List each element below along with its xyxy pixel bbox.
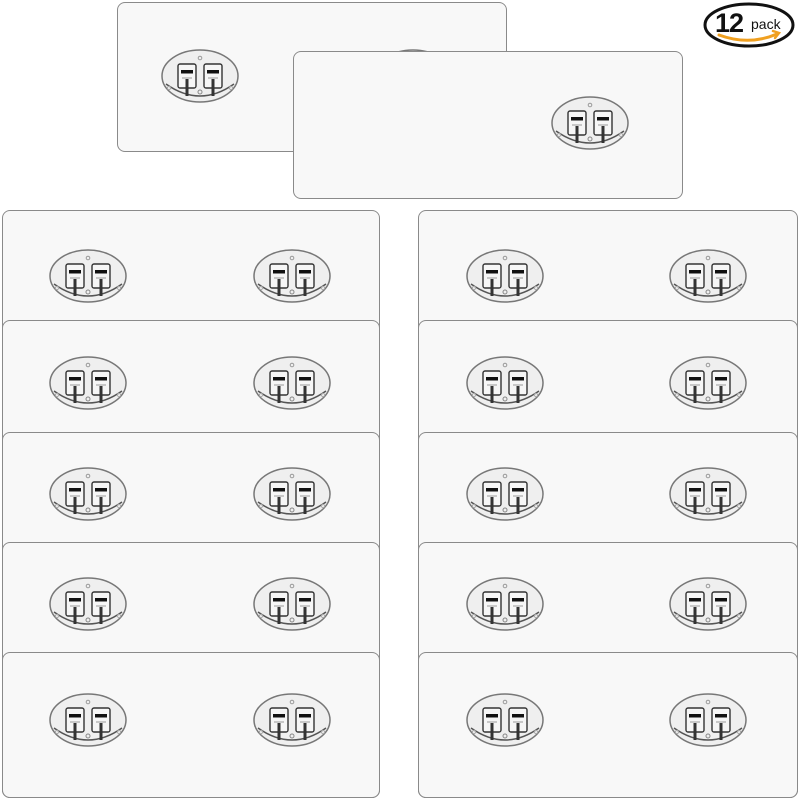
double-hook-icon [252, 248, 332, 304]
double-hook-icon [252, 692, 332, 748]
double-hook-icon [252, 355, 332, 411]
double-hook-icon [48, 692, 128, 748]
double-hook-icon [465, 466, 545, 522]
badge-count: 12 [715, 8, 744, 38]
double-hook-icon [668, 576, 748, 632]
double-hook-icon [668, 355, 748, 411]
double-hook-icon [465, 692, 545, 748]
double-hook-icon [550, 95, 630, 151]
double-hook-icon [48, 466, 128, 522]
double-hook-icon [48, 576, 128, 632]
double-hook-icon [465, 248, 545, 304]
pack-count-badge: 12 pack [703, 2, 795, 48]
double-hook-icon [48, 355, 128, 411]
badge-unit: pack [751, 16, 781, 32]
double-hook-icon [668, 692, 748, 748]
double-hook-icon [668, 248, 748, 304]
double-hook-icon [252, 466, 332, 522]
double-hook-icon [160, 48, 240, 104]
double-hook-icon [252, 576, 332, 632]
double-hook-icon [465, 355, 545, 411]
double-hook-icon [48, 248, 128, 304]
double-hook-icon [465, 576, 545, 632]
badge-oval-icon [703, 2, 795, 48]
double-hook-icon [668, 466, 748, 522]
